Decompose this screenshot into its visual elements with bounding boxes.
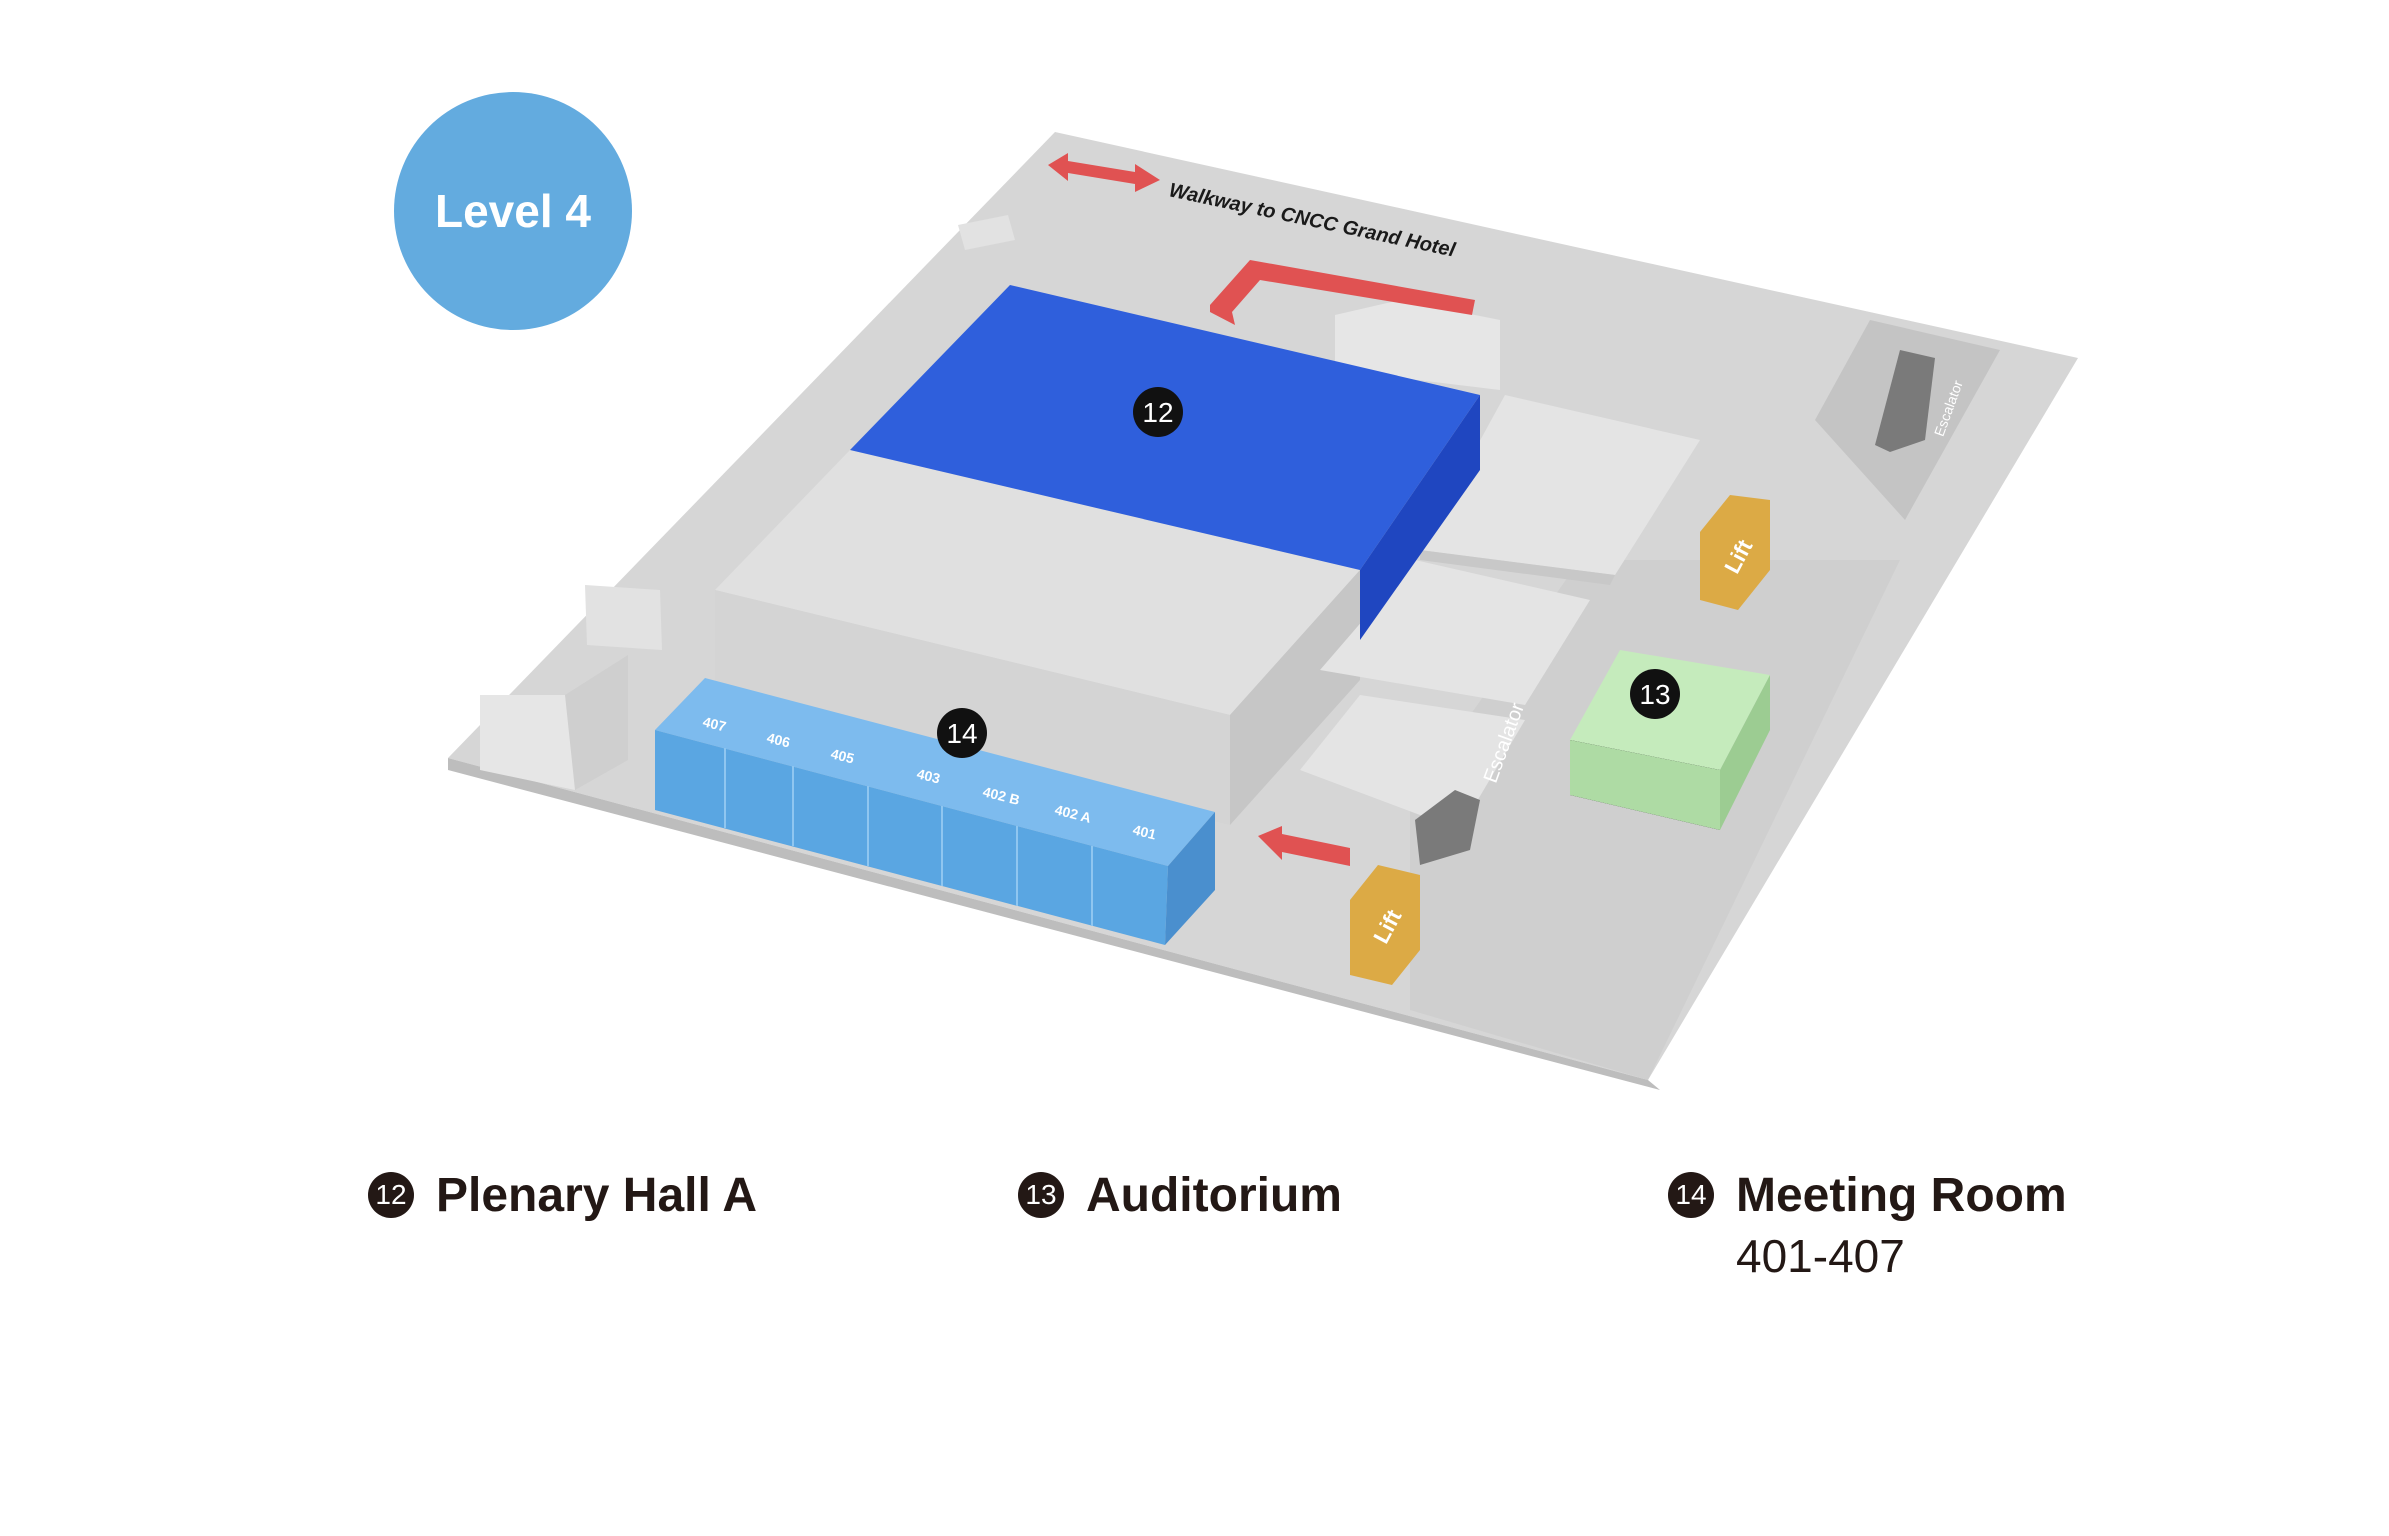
room-label-401: 401 (1131, 821, 1158, 842)
block-west-stairs (480, 695, 575, 790)
meeting-room-arrow (1258, 826, 1350, 866)
plenary-hall-side (1360, 395, 1480, 640)
meeting-rooms-top (655, 678, 1215, 866)
meeting-room-dividers (724, 748, 1093, 926)
marker-meeting-text: 14 (946, 718, 977, 749)
auditorium-front-fill (1570, 740, 1720, 830)
block-west-mid (585, 585, 662, 650)
marker-auditorium-circle (1630, 669, 1680, 719)
legend-number-plenary: 12 (368, 1172, 414, 1218)
lift-south (1350, 865, 1420, 985)
legend-number-meeting: 14 (1668, 1172, 1714, 1218)
escalator-north-shape (1875, 350, 1935, 452)
building-base-front (715, 590, 1230, 825)
annex-block-north (1420, 395, 1700, 575)
legend-item-plenary[interactable]: 12 Plenary Hall A (368, 1168, 757, 1224)
legend-title-plenary: Plenary Hall A (436, 1169, 758, 1222)
walkway-arrow (1048, 153, 1160, 192)
marker-meeting-circle (937, 708, 987, 758)
building-base-side (1230, 570, 1360, 825)
hall-entrance-arrow (1210, 260, 1475, 325)
lift-north (1700, 495, 1770, 610)
annex-block-north-top (1335, 300, 1500, 390)
floor-slab-edge (448, 758, 1660, 1090)
legend-item-meeting[interactable]: 14 Meeting Room 401-407 (1668, 1168, 2067, 1284)
marker-plenary-circle (1133, 387, 1183, 437)
block-west-top (958, 215, 1015, 250)
marker-auditorium-text: 13 (1639, 679, 1670, 710)
meeting-rooms-side (1165, 812, 1215, 945)
legend-subtitle-meeting: 401-407 (1736, 1230, 1905, 1282)
legend-text-auditorium: Auditorium (1086, 1168, 1342, 1224)
legend-text-meeting: Meeting Room 401-407 (1736, 1168, 2067, 1284)
escalator-south-shape (1415, 790, 1480, 865)
room-label-405: 405 (829, 745, 856, 766)
marker-meeting[interactable]: 14 (937, 708, 987, 758)
block-west-stairs-side (565, 655, 628, 790)
auditorium-side (1720, 675, 1770, 830)
meeting-rooms-front (655, 730, 1168, 945)
room-label-407: 407 (701, 713, 728, 734)
building-base-top (715, 450, 1360, 715)
room-label-403: 403 (915, 765, 942, 786)
room-label-406: 406 (765, 729, 792, 750)
legend-title-meeting: Meeting Room (1736, 1169, 2067, 1222)
level-badge: Level 4 (394, 92, 632, 330)
legend-number-auditorium: 13 (1018, 1172, 1064, 1218)
marker-plenary-text: 12 (1142, 397, 1173, 428)
legend-text-plenary: Plenary Hall A (436, 1168, 757, 1224)
legend-title-auditorium: Auditorium (1086, 1169, 1342, 1222)
legend-item-auditorium[interactable]: 13 Auditorium (1018, 1168, 1342, 1224)
marker-plenary[interactable]: 12 (1133, 387, 1183, 437)
annex-block-north-front (1420, 550, 1615, 585)
marker-auditorium[interactable]: 13 (1630, 669, 1680, 719)
